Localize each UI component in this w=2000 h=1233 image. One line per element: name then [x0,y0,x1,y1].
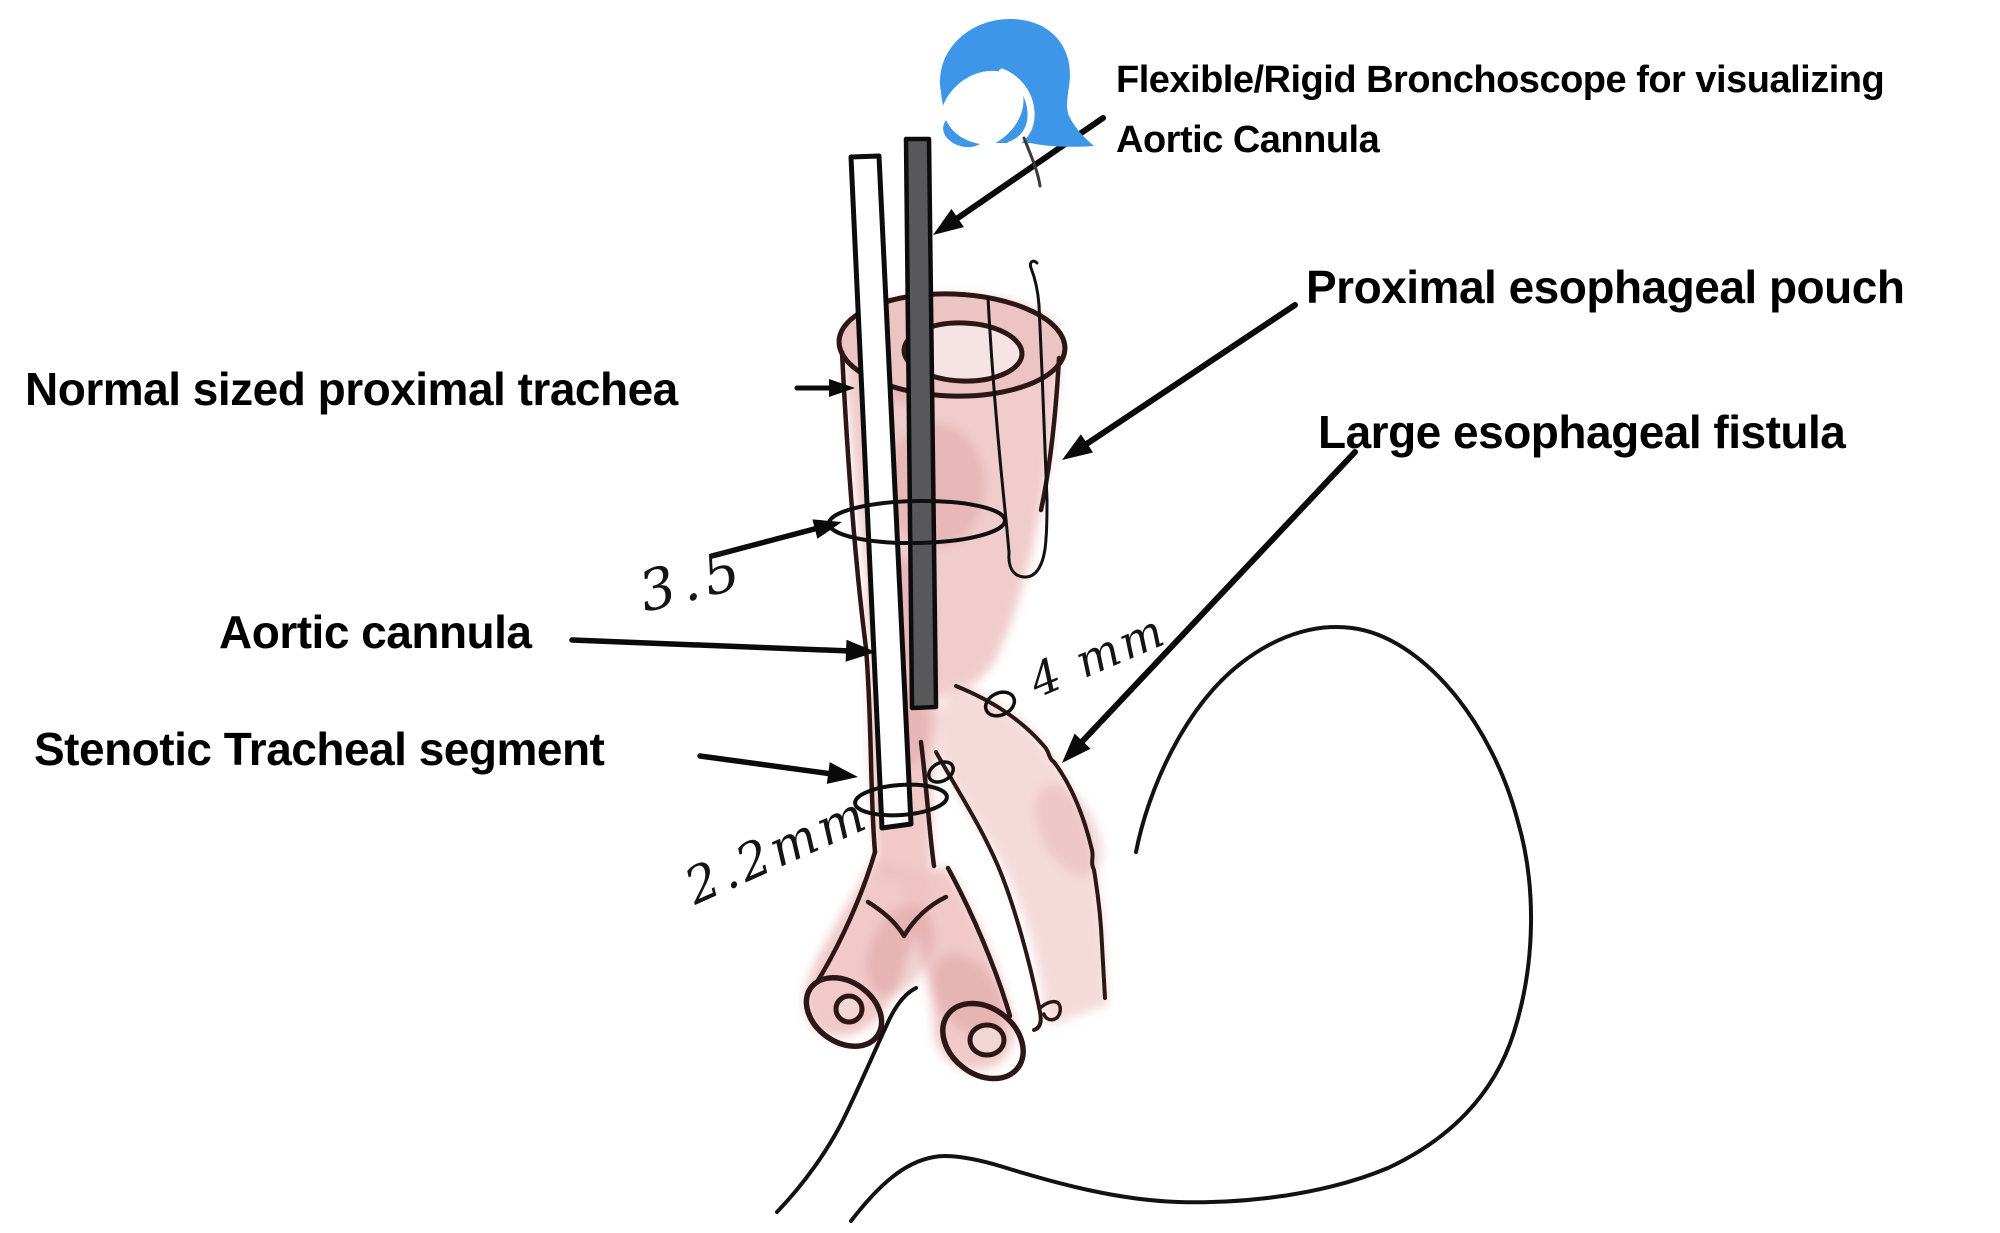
mask-strap [998,68,1035,149]
aortic-cannula-tube [848,153,914,831]
right-bronchus-lumen [967,1022,1007,1058]
carina-outline [865,894,949,939]
trachea-right-edge [1038,355,1062,513]
measurement-loops [827,498,1017,818]
stomach-outline [849,624,1534,1223]
small-loop [927,760,955,784]
cannula-leader-arrow [569,637,876,662]
esophagus-stomach-lines [775,259,1534,1223]
esophageal-fistula-label: Large esophageal fistula [1318,406,1846,458]
annotation-arrows [569,115,1358,784]
aortic-cannula-label: Aortic cannula [219,606,532,658]
mask-strap-dangling [1022,136,1042,188]
fistula-lower-edge [934,750,1043,1032]
trachea-arrow [794,379,855,397]
pouch-left-wall [986,296,1011,554]
bronchoscope-label-line1: Flexible/Rigid Bronchoscope for visualiz… [1116,59,1885,101]
upper-diameter-arrow [709,519,842,559]
right-bronchus-edge [945,865,1013,1019]
stenosis-loop [853,782,949,818]
masked-clinician-head-icon [940,19,1094,188]
fistula-arrow [1062,449,1358,763]
stenotic-diameter-note: 2.2mm [675,784,877,916]
pouch-arrow [1062,302,1298,460]
stenosis-leader-arrow [697,753,858,784]
distal-esophagus-line [775,986,918,1214]
pouch-right-wall [1029,259,1049,540]
bronchoscope-label: Flexible/Rigid Bronchoscope for visualiz… [1116,50,1885,170]
right-bronchus-end-ring [940,1000,1026,1082]
left-bronchus-lumen [833,993,865,1025]
fistula-opening-loop [983,690,1017,718]
stenotic-segment-label: Stenotic Tracheal segment [34,723,605,775]
normal-trachea-label: Normal sized proximal trachea [25,363,678,415]
surgical-mask [940,70,1024,150]
shade-blob [1033,783,1103,877]
fistula-fill [938,682,1108,1026]
left-bronchus-edge [814,849,878,985]
bronchoscope-label-line2: Aortic Cannula [1116,119,1380,161]
bronchoscope-tube [903,136,939,711]
shade-blob [866,904,934,996]
left-bronchus-end-ring [803,975,885,1049]
chin [943,120,980,148]
pouch-bottom [1007,536,1048,579]
fistula-upper-edge [954,684,1107,1000]
fistula-diameter-note: 4 mm [1020,602,1174,708]
trachea-left-edge [839,349,878,855]
fistula-junction-squiggle [1038,999,1062,1022]
proximal-pouch-label: Proximal esophageal pouch [1306,261,1905,313]
upper-trachea-diameter-note: 3.5 [633,537,753,626]
instruments [848,136,939,831]
